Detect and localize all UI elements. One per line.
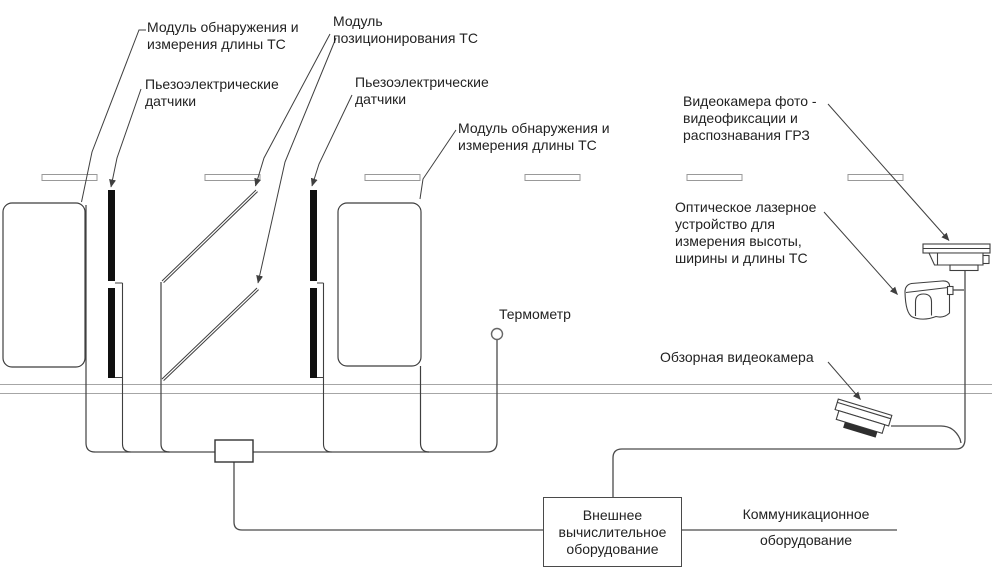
label-comm-equipment-top: Коммуникационное: [742, 506, 870, 522]
positioning-module: [160, 189, 259, 453]
anpr-camera-icon: [922, 243, 991, 272]
lane-mark: [364, 174, 421, 181]
label-module-positioning: Модуль позиционирования ТС: [333, 13, 478, 46]
cable-runs: [95, 270, 966, 531]
piezo-bar: [108, 190, 115, 281]
piezo-bar: [310, 190, 317, 281]
label-piezo-right: Пьезоэлектрические датчики: [355, 74, 489, 107]
lane-mark: [524, 174, 581, 181]
piezo-bar: [108, 288, 115, 378]
cable-junction-to-computer: [233, 462, 543, 531]
leader-lines: [81, 29, 950, 400]
label-module-length-left: Модуль обнаружения и измерения длины ТС: [147, 19, 299, 52]
lane-marks: [41, 174, 904, 181]
module-housing-mid: [337, 202, 430, 453]
label-overview-camera: Обзорная видеокамера: [660, 349, 814, 365]
leader-anpr-camera: [827, 103, 950, 241]
label-thermometer: Термометр: [499, 306, 571, 322]
leader-piezo-left: [109, 88, 142, 188]
label-module-length-mid: Модуль обнаружения и измерения длины ТС: [458, 120, 610, 153]
leader-piezo-right: [310, 94, 353, 187]
label-laser-device: Оптическое лазерное устройство для измер…: [675, 199, 817, 266]
piezo-sensors-right: [310, 190, 333, 453]
leader-overview-camera: [827, 361, 861, 400]
lane-mark: [686, 174, 743, 181]
leader-module-mid: [419, 129, 457, 200]
cable-left-run: [95, 340, 498, 453]
road-edge-lines: [0, 384, 992, 394]
label-comm-equipment-bottom: оборудование: [759, 532, 853, 548]
overview-camera-icon: [834, 398, 893, 438]
cable-right-run: [612, 270, 966, 497]
leader-positioning-upper: [254, 33, 331, 187]
label-anpr-camera: Видеокамера фото - видеофиксации и распо…: [683, 93, 817, 143]
leader-positioning-lower: [256, 37, 337, 284]
piezo-bar: [310, 288, 317, 378]
lane-mark: [847, 174, 904, 181]
laser-device-icon: [904, 280, 954, 320]
cable-overview-camera: [891, 425, 962, 444]
label-piezo-left: Пьезоэлектрические датчики: [145, 76, 279, 109]
external-computing-box-label: Внешнее вычислительное оборудование: [558, 506, 667, 557]
module-housing-left: [2, 202, 96, 453]
positioning-sensor-upper: [161, 189, 257, 282]
lane-mark: [204, 174, 261, 181]
thermometer-icon: [490, 327, 504, 341]
junction-box: [214, 439, 254, 463]
leader-module-left: [81, 29, 146, 203]
piezo-sensors-left: [108, 190, 132, 453]
lane-mark: [41, 174, 98, 181]
external-computing-box: Внешнее вычислительное оборудование: [543, 497, 682, 567]
positioning-sensor-lower: [161, 287, 258, 380]
leader-laser: [823, 211, 898, 295]
